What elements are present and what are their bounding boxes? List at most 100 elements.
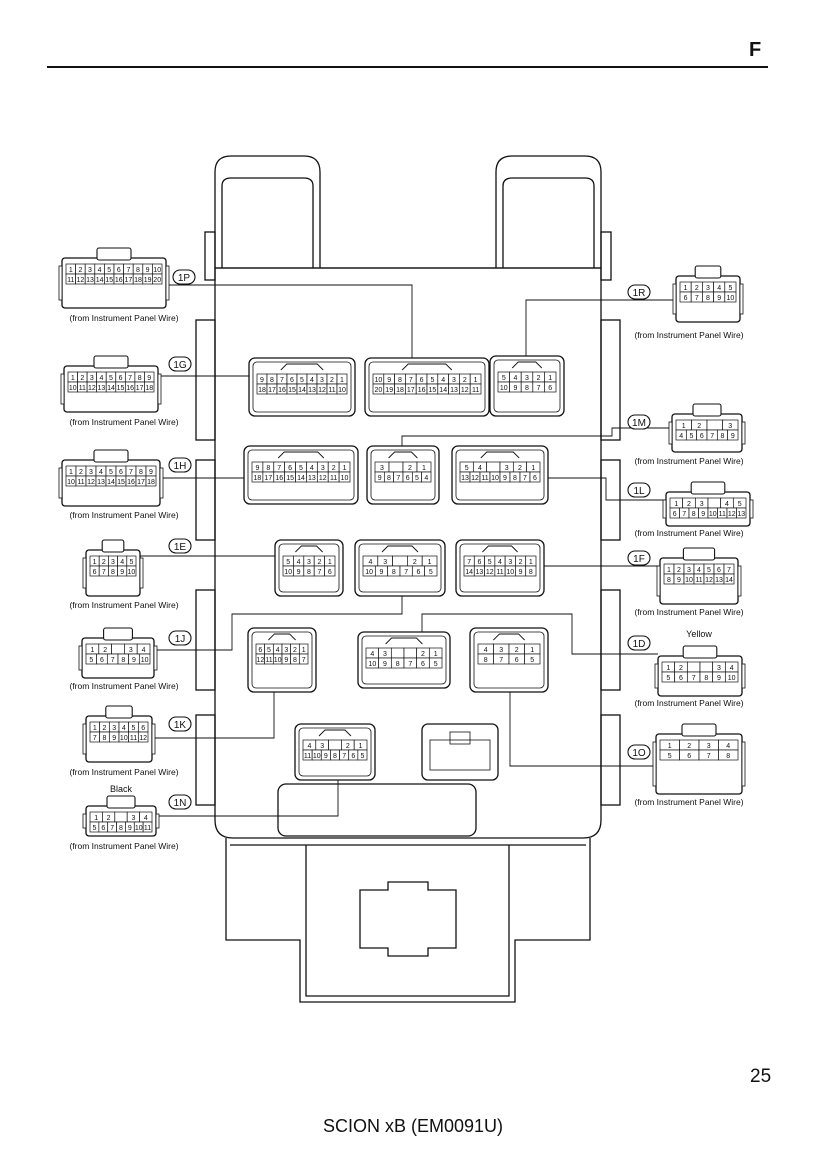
connector-pin-label: 1 [69, 267, 73, 274]
connector-pin-label: 3 [90, 375, 94, 382]
socket-rim [493, 359, 561, 413]
socket-pin-label: 4 [370, 651, 374, 658]
connector-pin-label: 8 [139, 469, 143, 476]
connector-pin-label: 2 [79, 469, 83, 476]
connector-rib [737, 565, 742, 597]
connector-pin-label: 11 [67, 277, 74, 284]
socket-pin-cell [390, 647, 405, 659]
socket-pin-label: 1 [548, 375, 552, 382]
socket-pin-cell [328, 739, 342, 751]
socket-pin-label: 12 [256, 657, 264, 664]
connector-id-box [168, 356, 192, 372]
socket-pin-label: 18 [254, 475, 262, 482]
connector-pin-label: 9 [677, 577, 681, 584]
socket-latch [401, 363, 453, 371]
socket-pin-cell [421, 471, 432, 483]
connector-pin-label: 11 [719, 511, 726, 518]
connector-id-label: 1P [178, 273, 191, 284]
connector-pin-label: 2 [687, 743, 691, 750]
connector-pin-label: 10 [120, 735, 128, 742]
connector-pin-label: 7 [707, 753, 711, 760]
connector-source-label: (from Instrument Panel Wire) [634, 456, 743, 466]
connector-pin-label: 5 [728, 285, 732, 292]
connector-pin-label: 20 [153, 277, 161, 284]
socket-pin-label: 6 [417, 569, 421, 576]
socket-pin-label: 4 [424, 475, 428, 482]
connector-pin-label: 13 [737, 511, 745, 518]
connector-pin-label: 10 [69, 385, 77, 392]
socket-pin-label: 17 [407, 387, 415, 394]
connector-rib [157, 373, 162, 405]
socket-rim [459, 543, 541, 593]
connector-rib [153, 645, 158, 671]
connector-pin-label: 8 [119, 825, 123, 832]
connector-pin-label: 6 [700, 433, 704, 440]
socket-pin-label: 9 [378, 475, 382, 482]
socket-pin-label: 19 [385, 387, 393, 394]
connector-id-box [627, 414, 651, 430]
connector-pin-label: 10 [128, 569, 136, 576]
socket-pin-label: 6 [288, 465, 292, 472]
connector-pin-label: 12 [139, 735, 147, 742]
socket-rim [358, 543, 442, 593]
leader-line [154, 596, 403, 651]
connector-rib [82, 813, 87, 829]
socket-pin-label: 11 [328, 387, 335, 394]
socket-pin-label: 11 [472, 387, 479, 394]
socket-pin-label: 6 [290, 377, 294, 384]
connector-id-tag: 1O [627, 744, 651, 760]
connector-pin-label: 11 [79, 385, 86, 392]
socket-pin-label: 10 [341, 475, 349, 482]
socket-pin-label: 6 [533, 475, 537, 482]
connector-pin-label: 4 [98, 267, 102, 274]
socket-pin-label: 10 [506, 569, 514, 576]
socket-rim [247, 449, 355, 501]
connector-rib [58, 467, 63, 499]
socket-pin-label: 4 [498, 559, 502, 566]
connector-id-label: 1D [633, 639, 646, 650]
socket-pin-cell [424, 565, 438, 577]
socket-pin-label: 11 [265, 657, 272, 664]
connector-id-box [168, 457, 192, 473]
connector-pin-label: 12 [88, 385, 96, 392]
connector-pin-label: 7 [126, 267, 130, 274]
socket-pin-label: 5 [434, 661, 438, 668]
socket-pin-label: 6 [548, 385, 552, 392]
socket-pin-label: 3 [505, 465, 509, 472]
connector-pin-cell [111, 643, 125, 655]
socket-pin-cell [392, 555, 408, 567]
socket-pin-label: 8 [333, 753, 337, 760]
connector-lock-tab [105, 705, 133, 719]
socket-pin-label: 7 [396, 475, 400, 482]
socket-pin-label: 13 [308, 387, 316, 394]
connector-pin-label: 9 [717, 675, 721, 682]
socket-pin-label: 4 [513, 375, 517, 382]
connector-pin-cell [706, 419, 723, 431]
socket-pin-label: 9 [519, 569, 523, 576]
socket-pin-label: 6 [406, 475, 410, 482]
socket-pin-cell [388, 461, 404, 473]
connector-id-label: 1G [173, 360, 187, 371]
connector-rib [82, 557, 87, 589]
socket-pin-label: 10 [365, 569, 373, 576]
connector-pin-label: 10 [709, 511, 717, 518]
connector-pin-label: 19 [144, 277, 152, 284]
socket-pin-cell [298, 653, 309, 665]
connector-pin-label: 8 [692, 511, 696, 518]
socket-pin-label: 4 [310, 377, 314, 384]
connector-pin-label: 3 [706, 285, 710, 292]
connector-id-box [172, 269, 196, 285]
connector-rib [652, 741, 657, 787]
connector-rib [662, 499, 667, 519]
connector-pin-label: 13 [98, 385, 106, 392]
